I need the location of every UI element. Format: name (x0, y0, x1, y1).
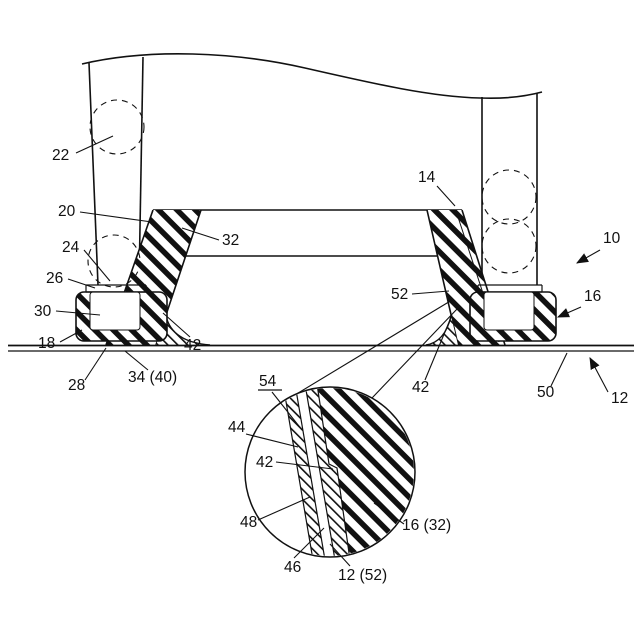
ref-label-10: 10 (603, 230, 621, 247)
ref-label-32: 32 (222, 232, 239, 249)
leader-d42 (275, 461, 334, 470)
detail-layer-mid (305, 388, 350, 556)
leader-d54 (271, 391, 303, 431)
leader-20 (79, 211, 153, 223)
hidden-hole-circle (87, 234, 141, 288)
leader-18 (59, 329, 83, 343)
right-block-section (469, 284, 557, 342)
leader-d48 (257, 496, 311, 521)
ref-label-18: 18 (38, 335, 55, 352)
left-tube (88, 56, 144, 286)
ref-label-12-52: 12 (52) (338, 567, 387, 584)
leader-lines (55, 135, 609, 567)
arrow-12 (589, 357, 609, 393)
ref-label-44: 44 (228, 419, 246, 436)
arrow-16 (556, 306, 582, 318)
arrow-10 (576, 249, 601, 264)
right-lip (477, 284, 543, 293)
left-lip (85, 284, 147, 293)
ref-label-12: 12 (611, 390, 628, 407)
ref-label-42-right: 42 (412, 379, 429, 396)
hidden-hole-circles (87, 99, 537, 288)
ref-label-30: 30 (34, 303, 52, 320)
ref-label-16: 16 (584, 288, 601, 305)
ref-label-22: 22 (52, 147, 69, 164)
detail-circle (244, 386, 416, 558)
right-block-pocket (483, 291, 535, 331)
leader-28 (84, 347, 107, 381)
leader-d44 (245, 433, 299, 448)
ref-label-14: 14 (418, 169, 436, 186)
ref-label-34-40: 34 (40) (128, 369, 177, 386)
zoom-cone-line (371, 307, 459, 399)
leader-14 (436, 185, 456, 207)
detail-layer-outer (283, 388, 325, 556)
leader-26 (67, 278, 96, 289)
leader-30 (55, 310, 101, 316)
leader-42-left (162, 312, 191, 338)
right-tube (481, 93, 538, 285)
leader-22 (75, 135, 114, 154)
ref-label-26: 26 (46, 270, 63, 287)
ref-label-42-left: 42 (184, 337, 201, 354)
leader-d46 (293, 527, 325, 559)
left-block-pocket (89, 291, 141, 331)
ref-label-48: 48 (240, 514, 257, 531)
hidden-hole-circle (481, 218, 537, 274)
leader-24 (83, 249, 111, 282)
left-block-section (75, 284, 168, 342)
ref-label-50: 50 (537, 384, 555, 401)
ref-label-d42: 42 (256, 454, 273, 471)
wavy-break-line (81, 53, 543, 99)
ref-label-52: 52 (391, 286, 408, 303)
hidden-hole-circle (481, 169, 537, 225)
ref-label-46: 46 (284, 559, 301, 576)
top-plate (153, 209, 462, 257)
leader-50 (550, 352, 568, 387)
leader-d12 (329, 543, 351, 567)
leader-52 (411, 290, 450, 295)
base-panel-line (8, 344, 634, 352)
ref-label-28: 28 (68, 377, 85, 394)
ref-label-16-32: 16 (32) (402, 517, 451, 534)
ref-label-24: 24 (62, 239, 80, 256)
zoom-cone-line (274, 299, 453, 408)
leader-42-right (424, 314, 453, 381)
leader-34 (124, 350, 149, 371)
ref-label-20: 20 (58, 203, 76, 220)
ref-label-54: 54 (259, 373, 277, 390)
leader-d16 (373, 502, 405, 525)
reference-labels: 22 20 24 26 30 18 28 34 (40) 32 42 14 52… (34, 147, 628, 584)
hidden-hole-circle (89, 99, 145, 155)
leader-32 (181, 227, 220, 241)
zoom-cone-lines (274, 299, 459, 408)
